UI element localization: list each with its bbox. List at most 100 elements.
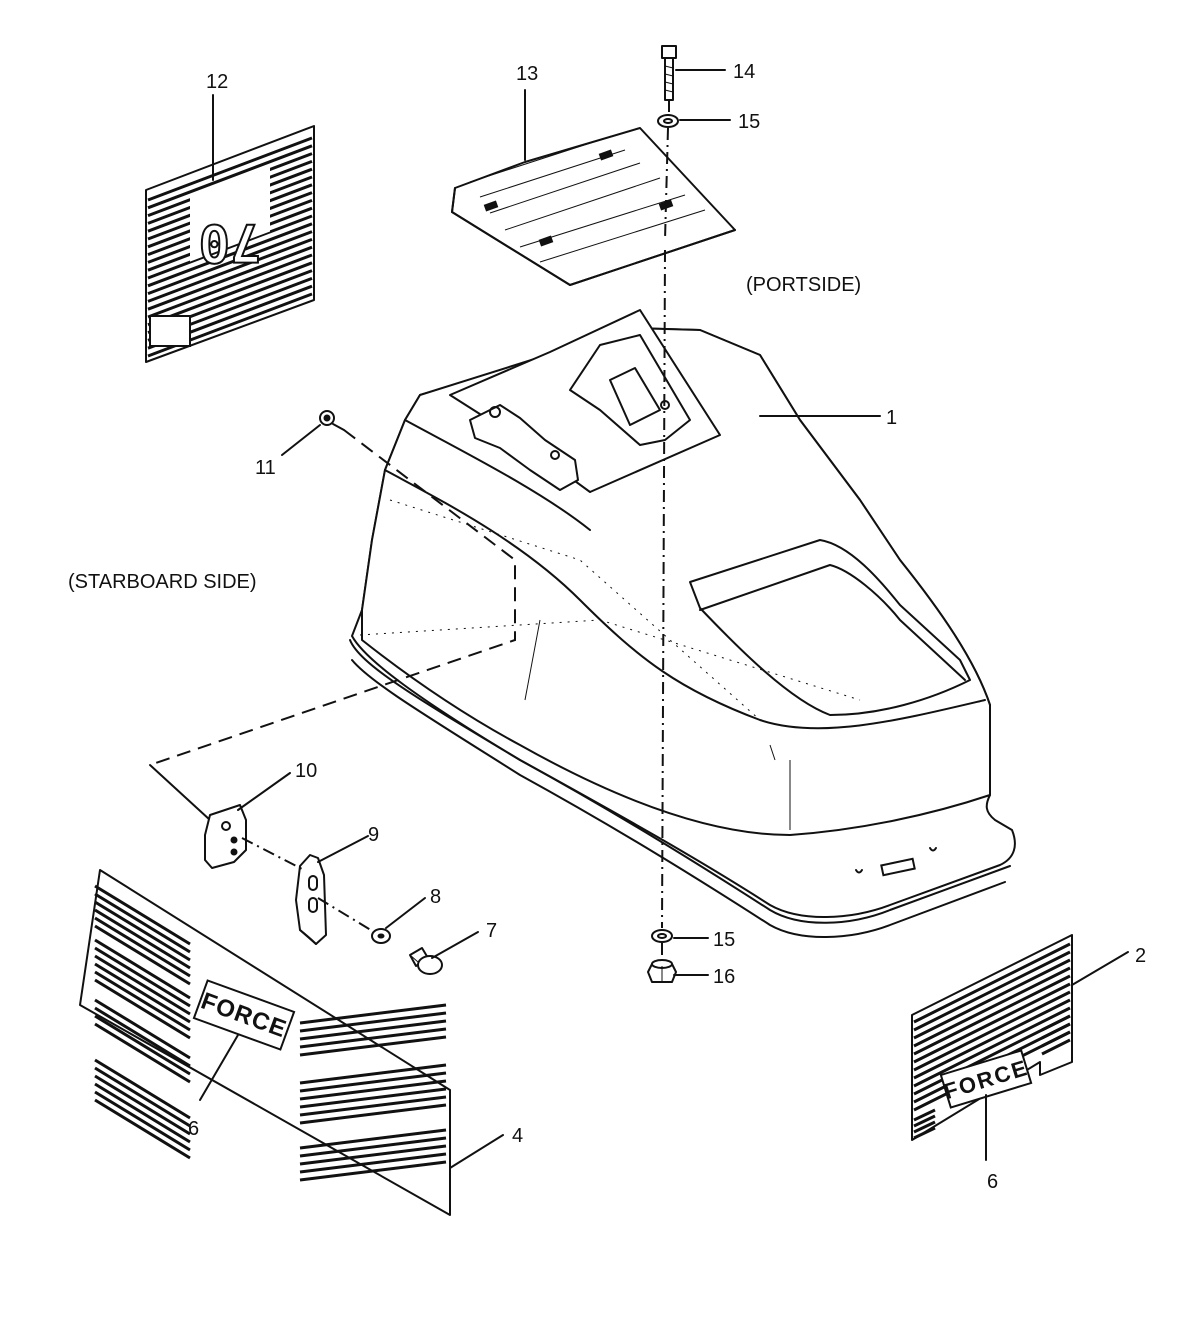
callout-14: 14 xyxy=(733,61,755,83)
decal-stripe xyxy=(299,1152,447,1174)
decal-stripe xyxy=(94,1006,191,1068)
callout-2: 2 xyxy=(1135,945,1146,967)
callout-6-right: 6 xyxy=(987,1171,998,1193)
model-number-text: 70 xyxy=(199,212,262,272)
decal-stripe xyxy=(147,245,313,311)
callout-15-upper: 15 xyxy=(738,111,760,133)
decal-stripe xyxy=(913,974,1071,1056)
decal-stripe xyxy=(299,1095,447,1117)
decal-stripe xyxy=(299,1027,447,1049)
decal-stripe xyxy=(1041,1014,1071,1032)
callout-1: 1 xyxy=(886,407,897,429)
screw-part-11 xyxy=(319,410,345,431)
decal-stripe xyxy=(94,900,191,962)
decal-stripe xyxy=(147,136,313,202)
bolt-part-14 xyxy=(661,45,677,101)
decal-stripe xyxy=(1041,1038,1071,1056)
decal-stripe xyxy=(299,1144,447,1166)
bracket-part-10 xyxy=(204,804,247,869)
callout-16: 16 xyxy=(713,966,735,988)
decal-stripe xyxy=(94,1098,191,1160)
callout-7: 7 xyxy=(486,920,497,942)
decal-stripe xyxy=(913,966,1071,1048)
engine-cowl-part-1 xyxy=(349,309,1016,938)
decal-stripe xyxy=(913,958,1071,1040)
decal-stripe xyxy=(913,1006,1071,1088)
decal-stripe xyxy=(94,1074,191,1136)
assembly-line-15-13 xyxy=(664,127,669,241)
washer-lower-part-15 xyxy=(651,929,673,943)
decal-stripe xyxy=(94,962,191,1024)
callout-11: 11 xyxy=(255,457,276,479)
callout-6-left: 6 xyxy=(188,1118,199,1140)
decal-stripe xyxy=(299,1079,447,1101)
decal-stripe xyxy=(299,1003,447,1025)
portside-decal-part-2: FORCE xyxy=(911,934,1073,1141)
decal-stripe xyxy=(94,938,191,1000)
model-decal-part-12: 70 xyxy=(145,125,315,363)
decal-stripe xyxy=(147,230,313,296)
decal-stripe xyxy=(299,1071,447,1093)
decal-stripe xyxy=(94,884,191,946)
decal-stripe xyxy=(94,892,191,954)
decal-stripe xyxy=(94,924,191,986)
callout-9: 9 xyxy=(368,824,379,846)
decal-stripe xyxy=(913,950,1071,1032)
decal-stripe xyxy=(299,1011,447,1033)
decal-stripe xyxy=(147,222,313,288)
callout-13: 13 xyxy=(516,63,538,85)
assembly-line-10-9 xyxy=(241,837,305,871)
decal-stripe xyxy=(299,1136,447,1158)
assembly-line-13-15 xyxy=(661,249,666,929)
decal-stripe xyxy=(913,982,1071,1064)
portside-label: (PORTSIDE) xyxy=(746,274,861,296)
decal-stripe xyxy=(913,1114,936,1128)
decal-stripe xyxy=(94,1082,191,1144)
decal-stripe xyxy=(94,1066,191,1128)
decal-stripe xyxy=(94,908,191,970)
decal-stripe xyxy=(147,144,313,210)
decal-stripe xyxy=(94,1022,191,1084)
starboard-decal-part-4: FORCE xyxy=(79,869,451,1216)
decal-stripe xyxy=(299,1063,447,1085)
callout-8: 8 xyxy=(430,886,441,908)
starboard-side-label: (STARBOARD SIDE) xyxy=(68,571,257,593)
decal-stripe xyxy=(299,1103,447,1125)
decal-stripe xyxy=(147,253,313,319)
decal-stripe xyxy=(299,1019,447,1041)
decal-stripe xyxy=(94,1058,191,1120)
decal-stripe xyxy=(147,214,313,280)
decal-stripe xyxy=(94,946,191,1008)
top-cover-part-13 xyxy=(451,127,736,286)
assembly-line-9-8 xyxy=(317,897,375,933)
decal-stripe xyxy=(1041,1030,1071,1048)
decal-stripe xyxy=(94,1090,191,1152)
decal-stripe xyxy=(94,954,191,1016)
assembly-line-11 xyxy=(149,429,516,766)
decal-stripe xyxy=(299,1160,447,1182)
screw-part-7 xyxy=(409,947,443,975)
decal-stripe xyxy=(299,1087,447,1109)
decal-stripe xyxy=(94,978,191,1040)
decal-stripe xyxy=(913,1120,936,1134)
decal-stripe xyxy=(299,1128,447,1150)
latch-plate-part-9 xyxy=(295,854,327,945)
decal-stripe xyxy=(94,970,191,1032)
decal-stripe xyxy=(94,916,191,978)
decal-stripe xyxy=(913,998,1071,1080)
leader-lines xyxy=(199,69,1129,1169)
callout-4: 4 xyxy=(512,1125,523,1147)
decal-stripe xyxy=(299,1035,447,1057)
decal-stripe xyxy=(94,998,191,1060)
decal-stripe xyxy=(1041,1022,1071,1040)
decal-stripe xyxy=(913,1108,936,1122)
decal-stripe xyxy=(913,990,1071,1072)
callout-15-lower: 15 xyxy=(713,929,735,951)
decal-stripe xyxy=(94,1014,191,1076)
decal-stripe xyxy=(147,237,313,303)
decal-stripe xyxy=(913,942,1071,1024)
washer-upper-part-15 xyxy=(657,114,679,128)
decal-stripe xyxy=(913,1126,936,1140)
decal-stripe xyxy=(147,261,313,327)
